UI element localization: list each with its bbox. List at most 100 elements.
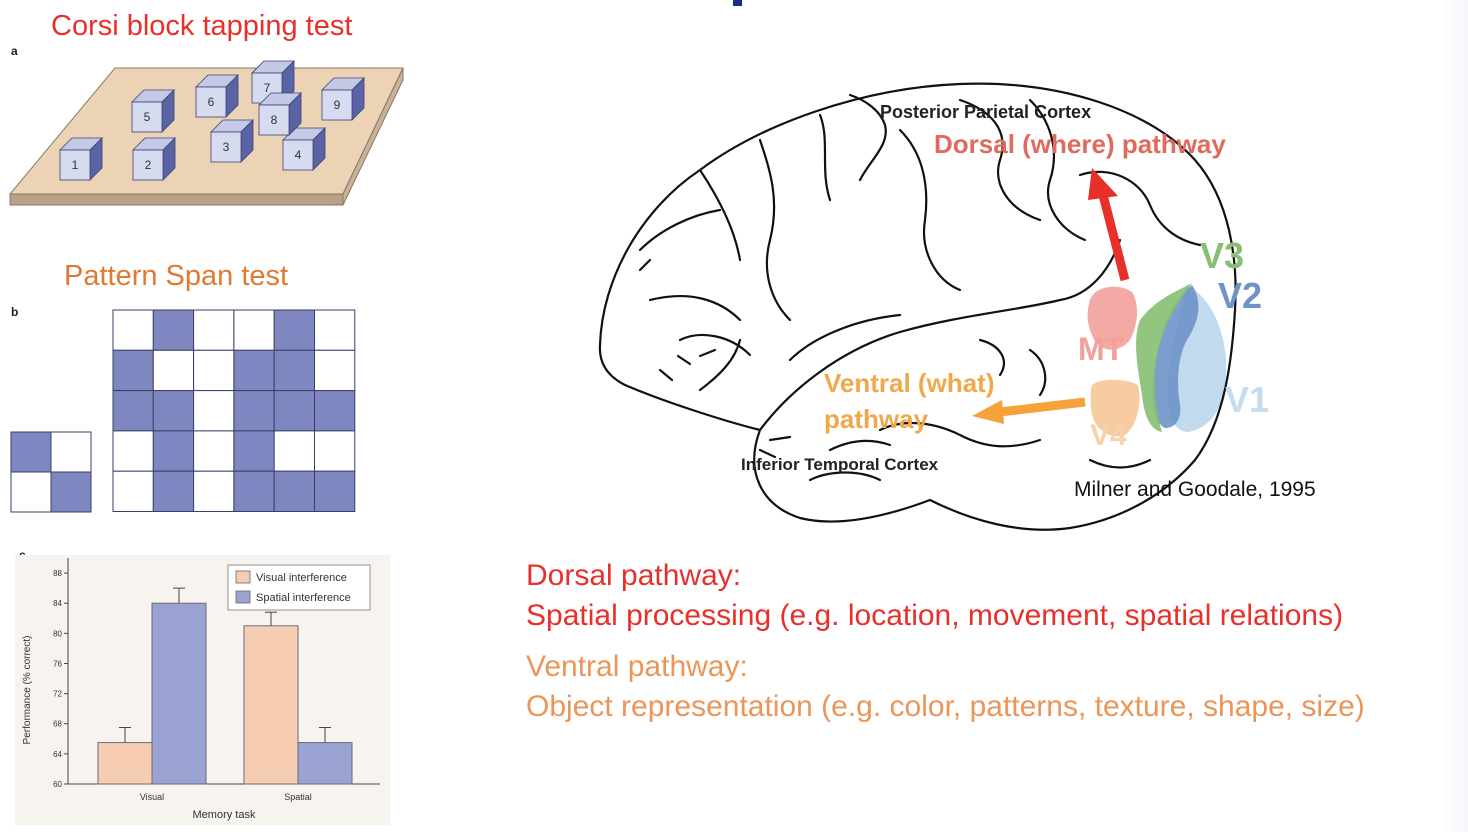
itc-label: Inferior Temporal Cortex bbox=[741, 455, 939, 474]
corsi-block: 2 bbox=[132, 137, 176, 181]
pattern-cell bbox=[112, 309, 154, 351]
pattern-cell bbox=[233, 390, 275, 432]
corsi-board-diagram: 1 2 3 4 5 6 7 8 9 bbox=[8, 60, 404, 206]
x-tick-label: Visual bbox=[140, 792, 164, 802]
corsi-title: Corsi block tapping test bbox=[51, 10, 353, 42]
citation: Milner and Goodale, 1995 bbox=[1074, 478, 1316, 501]
legend-label: Spatial interference bbox=[256, 592, 351, 604]
corsi-block-label: 5 bbox=[144, 110, 151, 124]
legend-swatch bbox=[235, 570, 251, 584]
y-tick-label: 80 bbox=[53, 629, 62, 638]
pattern-cell bbox=[273, 430, 315, 472]
y-tick-label: 68 bbox=[53, 720, 62, 729]
v3-label: V3 bbox=[1200, 235, 1244, 276]
y-tick-label: 60 bbox=[53, 780, 62, 789]
pattern-cell bbox=[314, 309, 356, 351]
v2-label: V2 bbox=[1218, 275, 1262, 316]
corsi-block-label: 3 bbox=[223, 140, 230, 154]
corsi-block: 1 bbox=[59, 137, 103, 181]
bar bbox=[97, 742, 153, 785]
pattern-cell bbox=[233, 349, 275, 392]
chart-ylabel: Performance (% correct) bbox=[22, 636, 33, 745]
pattern-cell bbox=[193, 390, 235, 432]
corsi-block: 6 bbox=[195, 74, 239, 118]
panel-letter-a: a bbox=[11, 44, 18, 58]
pattern-cell bbox=[273, 390, 315, 432]
corsi-block: 3 bbox=[210, 119, 254, 163]
pattern-cell bbox=[152, 309, 195, 351]
pattern-title: Pattern Span test bbox=[64, 260, 289, 292]
pattern-cell bbox=[314, 430, 356, 472]
chart-xlabel: Memory task bbox=[193, 809, 256, 821]
ventral-arrow bbox=[972, 397, 1086, 424]
x-tick-label: Spatial bbox=[284, 792, 312, 802]
legend-label: Visual interference bbox=[256, 572, 347, 584]
dorsal-pathway-label: Dorsal (where) pathway bbox=[934, 129, 1226, 159]
corsi-block-label: 9 bbox=[334, 98, 341, 112]
dorsal-description: Dorsal pathway: Spatial processing (e.g.… bbox=[526, 556, 1343, 636]
pattern-cell bbox=[273, 309, 315, 351]
dorsal-heading: Dorsal pathway: bbox=[526, 559, 742, 592]
ventral-detail: Object representation (e.g. color, patte… bbox=[526, 690, 1365, 723]
pattern-cell bbox=[233, 430, 275, 472]
panel-letter-b: b bbox=[11, 305, 19, 319]
pattern-cell bbox=[112, 349, 154, 392]
corsi-block: 9 bbox=[321, 77, 365, 121]
v4-region bbox=[1090, 379, 1140, 437]
ventral-pathway-label-line2: pathway bbox=[824, 404, 929, 434]
pattern-cell bbox=[314, 390, 356, 432]
pattern-cell bbox=[273, 470, 315, 512]
pattern-cell bbox=[50, 471, 92, 513]
pattern-cell bbox=[233, 309, 275, 351]
v2-region bbox=[1152, 285, 1199, 428]
pattern-cell bbox=[314, 349, 356, 392]
v4-label: V4 bbox=[1090, 419, 1127, 452]
pattern-cell bbox=[10, 471, 52, 513]
y-tick-label: 76 bbox=[53, 659, 62, 668]
ppc-label: Posterior Parietal Cortex bbox=[880, 102, 1091, 122]
pattern-cell bbox=[193, 470, 235, 512]
corsi-block-label: 6 bbox=[208, 95, 215, 109]
pattern-small-grid bbox=[10, 431, 92, 513]
pattern-cell bbox=[193, 349, 235, 392]
legend-box bbox=[227, 564, 371, 611]
corsi-block-label: 7 bbox=[264, 81, 271, 95]
corsi-block-label: 4 bbox=[295, 148, 302, 162]
ventral-pathway-label-line1: Ventral (what) bbox=[824, 368, 994, 398]
mt-label: MT bbox=[1078, 331, 1125, 367]
dorsal-detail: Spatial processing (e.g. location, movem… bbox=[526, 599, 1344, 632]
v1-label: V1 bbox=[1225, 379, 1269, 420]
y-tick-label: 72 bbox=[53, 690, 62, 699]
slide-edge-shade bbox=[1440, 0, 1468, 832]
brain-outline bbox=[598, 82, 1237, 531]
mt-region bbox=[1087, 286, 1138, 350]
pattern-cell bbox=[233, 470, 275, 512]
pattern-cell bbox=[10, 431, 52, 473]
legend-swatch bbox=[235, 590, 251, 604]
title-fragment bbox=[733, 0, 742, 6]
pattern-large-grid bbox=[112, 309, 356, 512]
pattern-cell bbox=[112, 430, 154, 472]
dorsal-arrow bbox=[1088, 168, 1130, 282]
y-tick-label: 88 bbox=[53, 569, 62, 578]
pattern-cell bbox=[112, 390, 154, 432]
corsi-block: 5 bbox=[131, 89, 175, 133]
v3-region bbox=[1136, 283, 1192, 432]
pattern-cell bbox=[112, 470, 154, 512]
corsi-block-label: 1 bbox=[72, 158, 79, 172]
ventral-heading: Ventral pathway: bbox=[526, 650, 748, 683]
corsi-block-label: 2 bbox=[145, 158, 152, 172]
pattern-cell bbox=[152, 349, 195, 392]
corsi-block-label: 8 bbox=[271, 113, 278, 127]
pattern-cell bbox=[314, 470, 356, 512]
pattern-cell bbox=[152, 390, 195, 432]
pattern-cell bbox=[193, 430, 235, 472]
y-tick-label: 64 bbox=[53, 750, 62, 759]
ventral-description: Ventral pathway: Object representation (… bbox=[526, 647, 1365, 727]
pattern-cell bbox=[152, 430, 195, 472]
pattern-cell bbox=[152, 470, 195, 512]
brain-diagram: Posterior Parietal Cortex Dorsal (where)… bbox=[598, 82, 1269, 531]
y-tick-label: 84 bbox=[53, 599, 62, 608]
pattern-cell bbox=[193, 309, 235, 351]
